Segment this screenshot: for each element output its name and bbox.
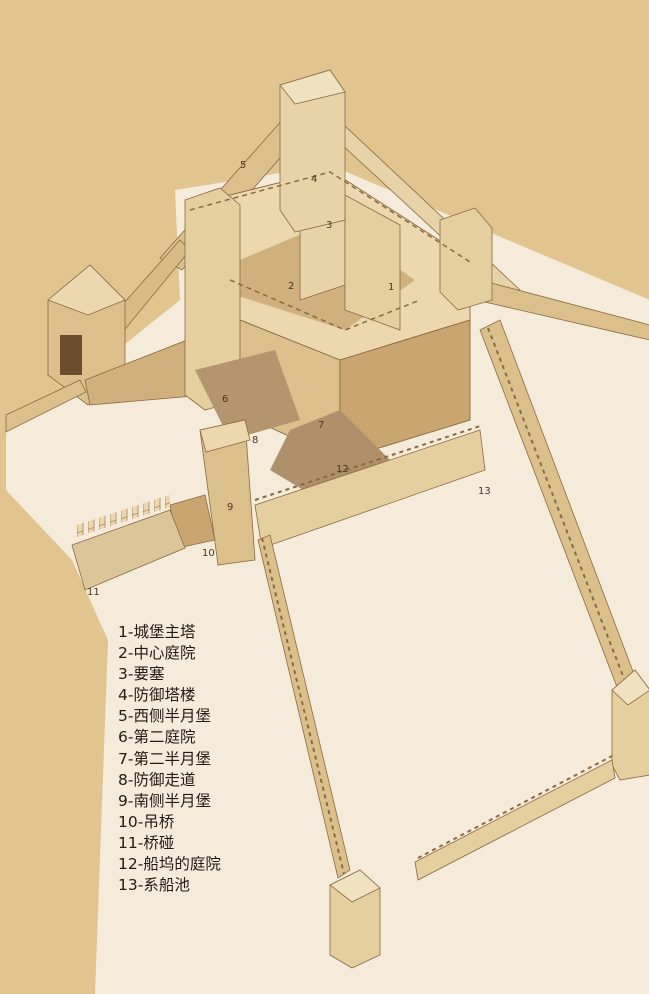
callout-2: 2 [288,281,294,292]
callout-7: 7 [318,420,324,431]
callout-12: 12 [336,464,349,475]
legend-item: 10-吊桥 [118,812,175,831]
legend-item: 8-防御走道 [118,770,196,789]
harbor-tower [611,669,649,781]
legend-item: 1-城堡主塔 [118,623,196,641]
west-gatehouse [47,264,126,406]
south-barbican [199,419,256,566]
legend-item: 3-要塞 [118,665,165,684]
harbor-wall [414,759,616,881]
legend-item: 5-西侧半月堡 [118,707,211,726]
callout-6: 6 [222,394,228,405]
legend-item: 2-中心庭院 [118,644,196,663]
legend-list: 1-城堡主塔 2-中心庭院 3-要塞 4-防御塔楼 5-西侧半月堡 6-第二庭院… [118,622,221,896]
dock-courtyard-floor [270,410,390,500]
callout-5: 5 [240,160,246,171]
legend-item: 11-桥碰 [118,833,175,852]
legend-item: 9-南侧半月堡 [118,791,211,810]
callout-13: 13 [478,486,491,497]
legend-item: 13-系船池 [118,876,190,895]
callout-4: 4 [311,174,317,185]
callout-3: 3 [326,220,332,231]
callout-9: 9 [227,502,233,513]
second-courtyard [195,350,300,440]
legend-item: 7-第二半月堡 [118,749,211,768]
legend-item: 12-船坞的庭院 [118,855,221,874]
legend-item: 4-防御塔楼 [118,686,196,705]
north-tower [279,69,346,233]
callout-1: 1 [388,282,394,293]
sw-outer-wall [257,534,351,879]
callout-8: 8 [252,435,258,446]
west-outer-wall [5,379,87,433]
bridge-causeway [71,509,186,591]
keep-parapet [189,171,471,263]
callout-11: 11 [87,587,100,598]
south-corner-tower [329,869,381,969]
sw-outer-crenels [261,537,345,875]
south-front-wall [254,429,486,549]
causeway-crenels [75,494,170,538]
legend-item: 6-第二庭院 [118,728,196,747]
callout-10: 10 [202,548,215,559]
se-outer-crenels [487,327,631,695]
